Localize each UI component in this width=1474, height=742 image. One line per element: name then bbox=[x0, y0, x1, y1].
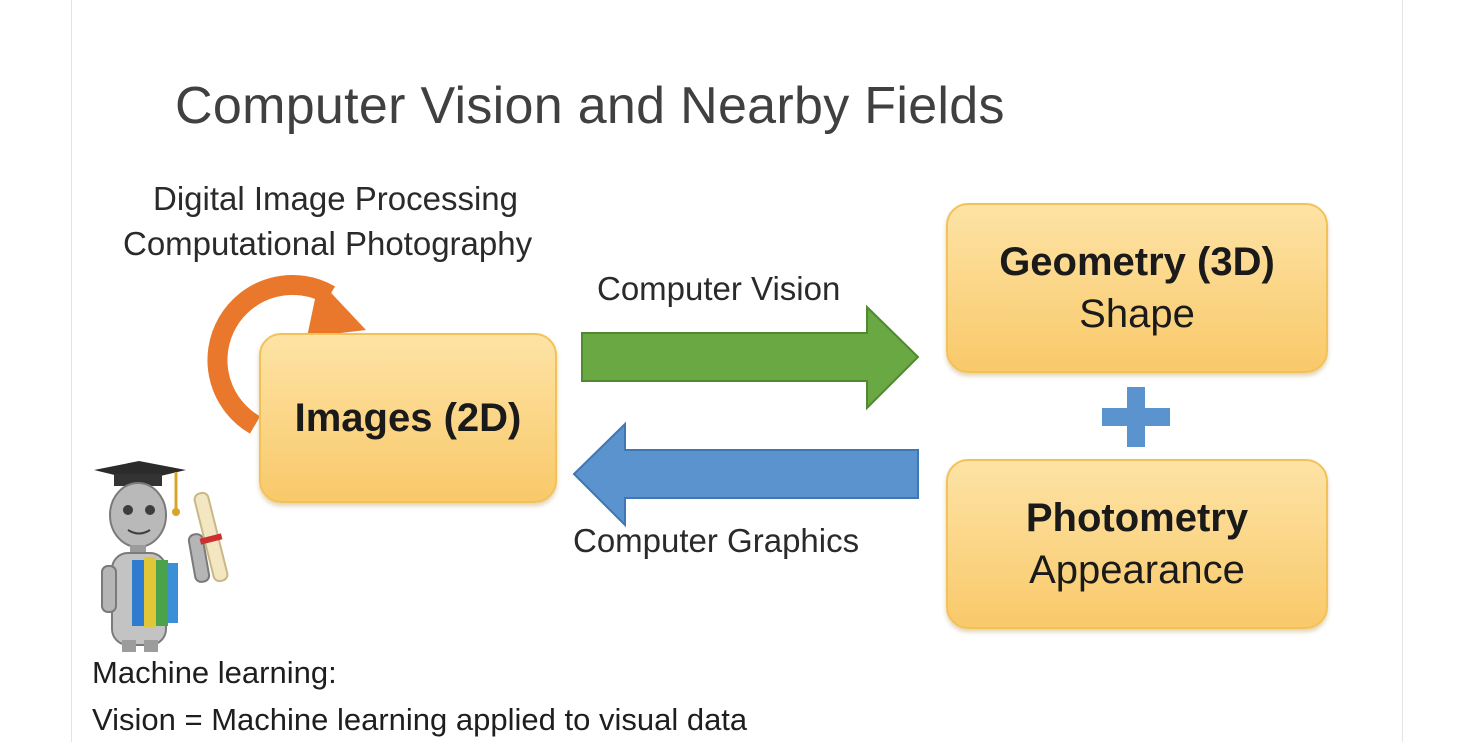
photometry-box: Photometry Appearance bbox=[946, 459, 1328, 629]
slide-left-edge bbox=[71, 0, 72, 742]
slide-right-edge bbox=[1402, 0, 1403, 742]
computer-graphics-arrow bbox=[572, 421, 919, 528]
slide-title: Computer Vision and Nearby Fields bbox=[175, 77, 1005, 135]
geometry-shape-label: Shape bbox=[1079, 292, 1195, 336]
computer-vision-arrow bbox=[581, 304, 920, 411]
images-2d-box: Images (2D) bbox=[259, 333, 557, 503]
photometry-label: Photometry bbox=[1025, 496, 1249, 540]
loop-label-dip: Digital Image Processing bbox=[153, 180, 518, 217]
computer-graphics-label: Computer Graphics bbox=[573, 522, 860, 559]
geometry-3d-label: Geometry (3D) bbox=[999, 240, 1275, 284]
graduate-robot-icon bbox=[94, 461, 229, 652]
images-2d-label: Images (2D) bbox=[294, 396, 522, 440]
footer-ml-definition: Vision = Machine learning applied to vis… bbox=[92, 702, 748, 737]
photometry-appearance-label: Appearance bbox=[1029, 548, 1245, 592]
footer-ml-heading: Machine learning: bbox=[92, 655, 337, 690]
geometry-3d-box: Geometry (3D) Shape bbox=[946, 203, 1328, 373]
plus-icon bbox=[1102, 387, 1170, 447]
loop-label-comp-photo: Computational Photography bbox=[123, 225, 533, 262]
computer-vision-label: Computer Vision bbox=[597, 270, 841, 307]
circular-arrow-icon bbox=[207, 275, 366, 434]
